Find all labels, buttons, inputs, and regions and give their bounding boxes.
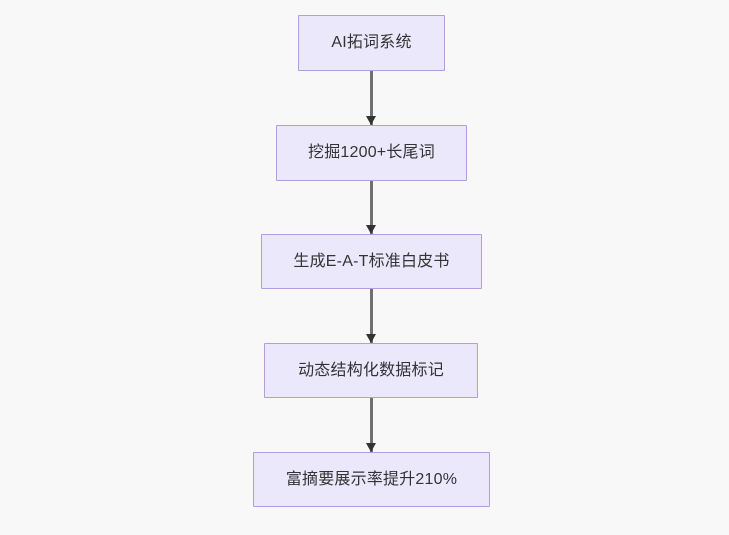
flowchart-edge-1-to-2 bbox=[365, 71, 376, 125]
flowchart-edge-2-to-3 bbox=[365, 181, 376, 234]
flowchart-node-1-label: AI拓词系统 bbox=[331, 34, 412, 51]
flowchart-node-3[interactable]: 生成E-A-T标准白皮书 bbox=[261, 234, 482, 289]
edge-line bbox=[369, 398, 373, 452]
flowchart-node-1[interactable]: AI拓词系统 bbox=[298, 15, 445, 71]
arrowhead-down-icon bbox=[365, 116, 376, 125]
flowchart-node-4[interactable]: 动态结构化数据标记 bbox=[264, 343, 478, 398]
flowchart-node-4-label: 动态结构化数据标记 bbox=[298, 361, 444, 379]
edge-line bbox=[369, 181, 373, 234]
arrowhead-down-icon bbox=[365, 225, 376, 234]
flowchart-node-2[interactable]: 挖掘1200+长尾词 bbox=[276, 125, 467, 181]
flowchart-edge-4-to-5 bbox=[365, 398, 376, 452]
arrowhead-down-icon bbox=[365, 443, 376, 452]
flowchart-node-2-label: 挖掘1200+长尾词 bbox=[308, 144, 435, 161]
flowchart-node-5[interactable]: 富摘要展示率提升210% bbox=[253, 452, 490, 507]
flowchart-node-5-label: 富摘要展示率提升210% bbox=[285, 470, 458, 488]
flowchart-edge-3-to-4 bbox=[365, 289, 376, 343]
arrowhead-down-icon bbox=[365, 334, 376, 343]
flowchart-node-3-label: 生成E-A-T标准白皮书 bbox=[293, 252, 450, 270]
edge-line bbox=[369, 289, 373, 343]
edge-line bbox=[369, 71, 373, 125]
